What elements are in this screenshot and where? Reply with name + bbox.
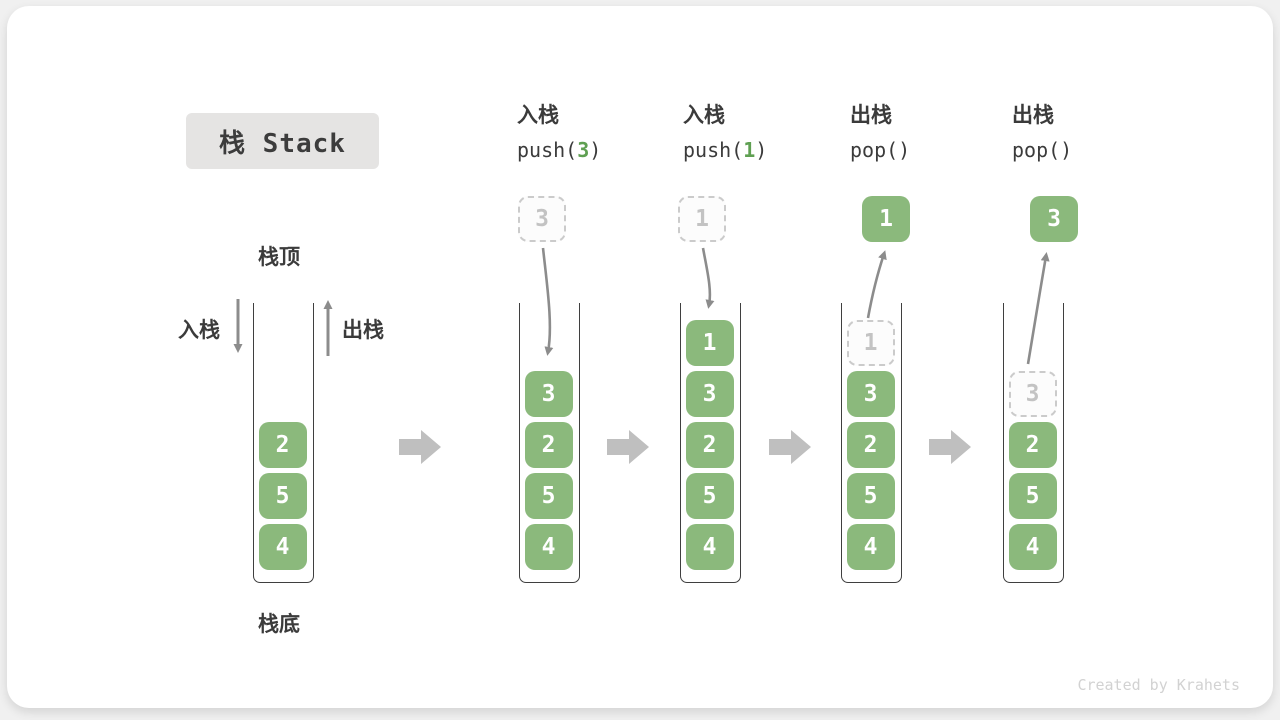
op-code: push(3)	[517, 138, 602, 162]
op-header-push-1: 入栈 push(1)	[683, 105, 767, 160]
stack-column-1: 2 5 4	[252, 303, 314, 583]
op-label: 入栈	[517, 104, 559, 127]
push-1-flow-arrow-icon	[701, 247, 715, 309]
stack-top-label: 栈顶	[258, 246, 300, 269]
op-header-push-3: 入栈 push(3)	[517, 105, 601, 160]
op-code: pop()	[850, 138, 911, 162]
stack-cell: 5	[1008, 473, 1057, 519]
op-code: pop()	[1012, 138, 1073, 162]
stack-cell: 3	[846, 371, 895, 417]
stack-cell: 5	[524, 473, 573, 519]
op-code: push(1)	[683, 138, 768, 162]
stack-cell: 2	[846, 422, 895, 468]
op-code-arg: 1	[743, 138, 756, 162]
push-side-label: 入栈	[178, 319, 220, 342]
op-header-pop-3: 出栈 pop()	[1012, 105, 1072, 160]
stack-cell-ghost: 1	[846, 320, 895, 366]
op-header-pop-1: 出栈 pop()	[850, 105, 910, 160]
floating-value-push-1: 1	[678, 196, 726, 242]
pop-side-label: 出栈	[342, 319, 384, 342]
stack-cell: 2	[685, 422, 734, 468]
stack-column-4: 1 3 2 5 4	[840, 303, 902, 583]
stack-cell: 1	[685, 320, 734, 366]
stack-cell: 4	[1008, 524, 1057, 570]
stack-bottom-label: 栈底	[258, 613, 300, 636]
stack-cell: 5	[846, 473, 895, 519]
stack-cell: 4	[685, 524, 734, 570]
stack-cell: 5	[685, 473, 734, 519]
stack-cell: 4	[258, 524, 307, 570]
stack-cell: 2	[524, 422, 573, 468]
floating-value-pop-3: 3	[1030, 196, 1078, 242]
floating-value-push-3: 3	[518, 196, 566, 242]
floating-value-pop-1: 1	[862, 196, 910, 242]
step-chevron-1-icon	[399, 430, 441, 464]
op-code-arg: 3	[577, 138, 590, 162]
watermark: Created by Krahets	[1077, 676, 1240, 694]
stack-cell: 4	[524, 524, 573, 570]
step-chevron-4-icon	[929, 430, 971, 464]
stack-cell-ghost: 3	[1008, 371, 1057, 417]
op-label: 出栈	[850, 104, 892, 127]
stack-cell: 2	[258, 422, 307, 468]
stack-cell: 4	[846, 524, 895, 570]
stack-cell: 3	[524, 371, 573, 417]
stack-cell: 3	[685, 371, 734, 417]
stack-cell: 5	[258, 473, 307, 519]
stack-column-5: 3 2 5 4	[1002, 303, 1064, 583]
op-label: 入栈	[683, 104, 725, 127]
stack-cell: 2	[1008, 422, 1057, 468]
op-label: 出栈	[1012, 104, 1054, 127]
diagram-title: 栈 Stack	[186, 113, 379, 169]
step-chevron-2-icon	[607, 430, 649, 464]
stack-column-2: 3 2 5 4	[518, 303, 580, 583]
step-chevron-3-icon	[769, 430, 811, 464]
stack-column-3: 1 3 2 5 4	[679, 303, 741, 583]
